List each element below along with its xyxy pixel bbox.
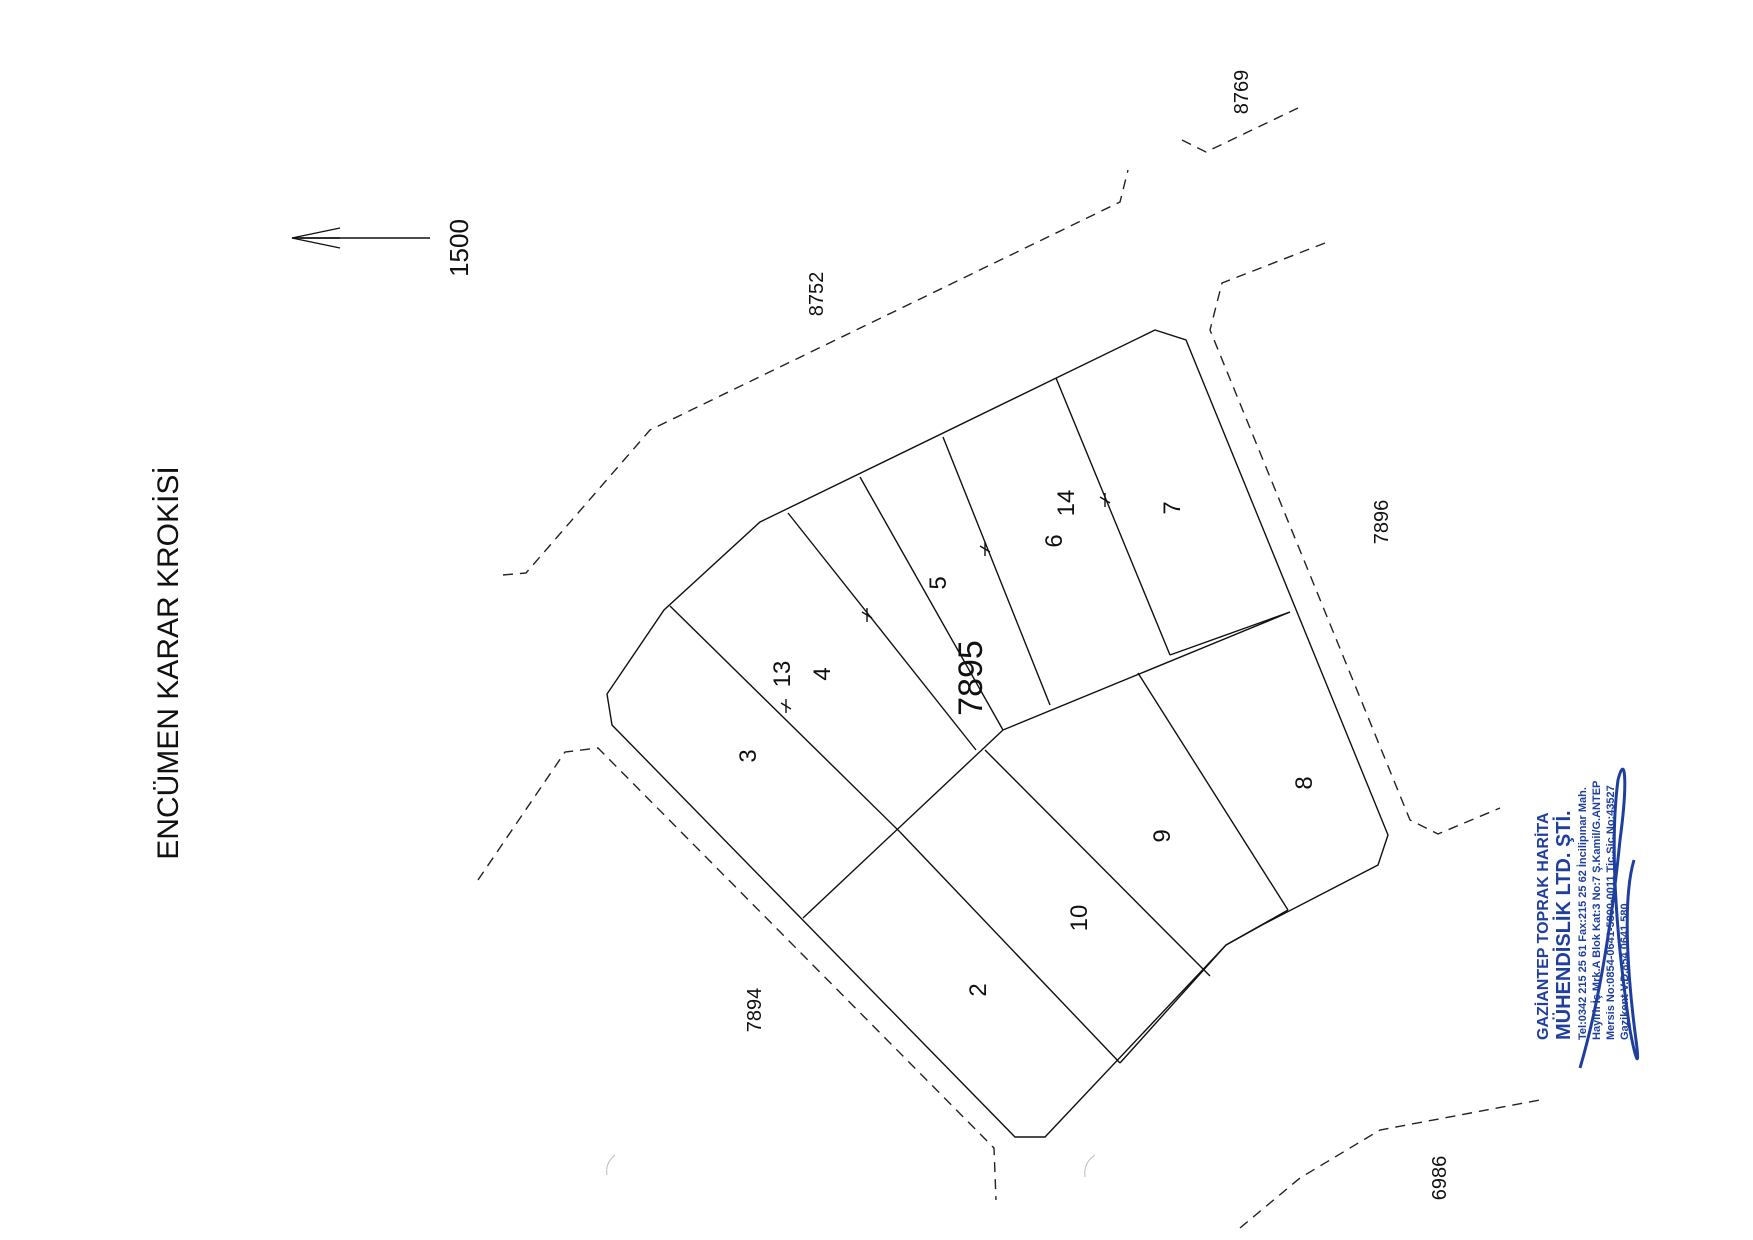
survey-marks [780, 493, 1111, 713]
stamp-line-1: GAZİANTEP TOPRAK HARİTA [1534, 812, 1552, 1040]
lot-label-3: 3 [735, 749, 762, 762]
lot-label-4: 4 [809, 667, 836, 680]
parcel-outline [606, 329, 1389, 1138]
lot-label-5: 5 [925, 576, 952, 589]
scan-mark-left [606, 1154, 616, 1176]
north-arrow-icon [291, 227, 430, 249]
neighbor-7896: 7896 [1371, 500, 1393, 545]
neighbor-7894: 7894 [744, 988, 766, 1033]
lot-label-9: 9 [1149, 829, 1176, 842]
lot-label-7: 7 [1159, 501, 1186, 514]
signature [1578, 767, 1640, 1069]
lot-label-2: 2 [965, 983, 992, 996]
sketch-title: ENCÜMEN KARAR KROKİSİ [152, 466, 185, 859]
lot-label-8: 8 [1291, 776, 1318, 789]
stamp-line-3: Tel:0342 215 25 61 Fax:215 25 62 İncilip… [1576, 787, 1589, 1040]
lot-lines [669, 377, 1291, 1064]
neighbor-labels: 8752 8769 7896 7894 6986 [744, 70, 1451, 1201]
lot-label-6: 6 [1041, 534, 1068, 547]
main-parcel-number: 7895 [952, 640, 990, 716]
neighbor-boundaries [477, 107, 1541, 1229]
lot-label-13: 13 [769, 661, 796, 688]
lot-label-10: 10 [1066, 905, 1093, 932]
lot-labels: 3 13 4 5 6 14 7 8 9 10 2 [735, 490, 1318, 997]
neighbor-6986: 6986 [1429, 1156, 1451, 1201]
stamp-line-2: MÜHENDİSLİK LTD. ŞTİ. [1552, 810, 1575, 1040]
neighbor-8769: 8769 [1231, 70, 1253, 115]
neighbor-8752: 8752 [806, 272, 828, 317]
stamp-line-4: Hayırlı İş Mrk.A Blok Kat:3 No:7 Ş.Kamil… [1590, 781, 1603, 1040]
scan-mark-right [1084, 1154, 1096, 1178]
scale-label: 1500 [444, 219, 474, 277]
lot-label-14: 14 [1053, 490, 1080, 517]
